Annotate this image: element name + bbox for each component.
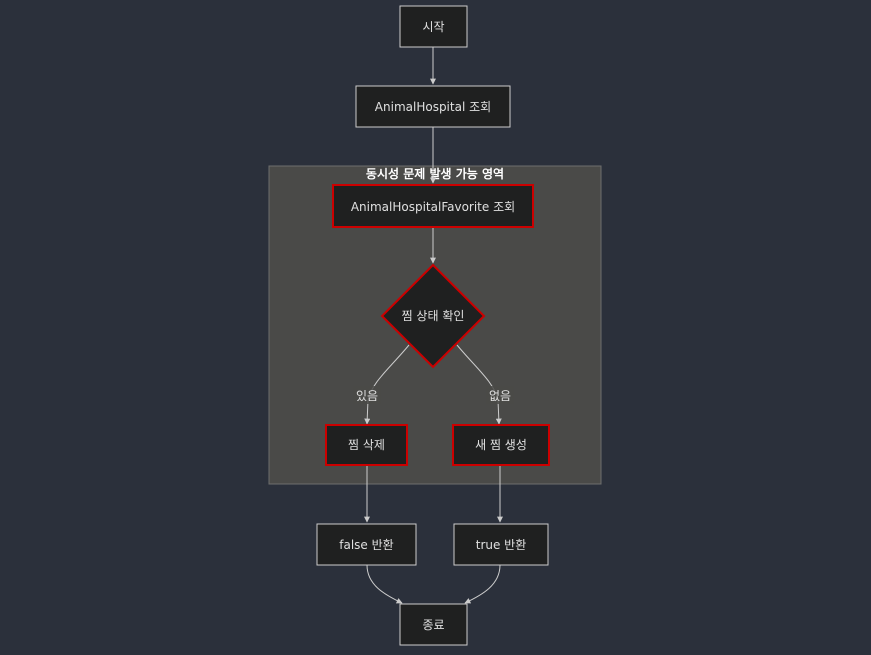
node-end[interactable]: 종료 bbox=[399, 603, 468, 646]
edge-label-no: 없음 bbox=[486, 386, 514, 404]
edge-return-false-to-end bbox=[366, 564, 403, 604]
node-delete-favorite-label: 찜 삭제 bbox=[348, 438, 385, 452]
node-fetch-favorite-label: AnimalHospitalFavorite 조회 bbox=[351, 200, 515, 214]
node-start-label: 시작 bbox=[422, 20, 444, 34]
node-create-favorite-label: 새 찜 생성 bbox=[475, 438, 527, 452]
node-fetch-favorite[interactable]: AnimalHospitalFavorite 조회 bbox=[332, 184, 534, 228]
node-end-label: 종료 bbox=[422, 618, 444, 632]
node-check-state[interactable]: 찜 상태 확인 bbox=[380, 263, 486, 369]
edge-return-true-to-end bbox=[464, 564, 501, 604]
node-delete-favorite[interactable]: 찜 삭제 bbox=[325, 424, 408, 466]
node-return-false-label: false 반환 bbox=[339, 538, 393, 552]
subgraph-title: 동시성 문제 발생 가능 영역 bbox=[366, 166, 504, 181]
node-return-true-label: true 반환 bbox=[476, 538, 527, 552]
node-return-false[interactable]: false 반환 bbox=[316, 523, 417, 566]
node-create-favorite[interactable]: 새 찜 생성 bbox=[452, 424, 550, 466]
node-fetch-hospital[interactable]: AnimalHospital 조회 bbox=[355, 85, 511, 128]
node-return-true[interactable]: true 반환 bbox=[453, 523, 549, 566]
edge-label-yes-text: 있음 bbox=[356, 389, 378, 403]
node-start[interactable]: 시작 bbox=[399, 5, 468, 48]
node-fetch-hospital-label: AnimalHospital 조회 bbox=[375, 100, 491, 114]
edge-label-yes: 있음 bbox=[353, 386, 381, 404]
node-check-state-label: 찜 상태 확인 bbox=[402, 309, 465, 323]
edge-label-no-text: 없음 bbox=[489, 389, 511, 403]
